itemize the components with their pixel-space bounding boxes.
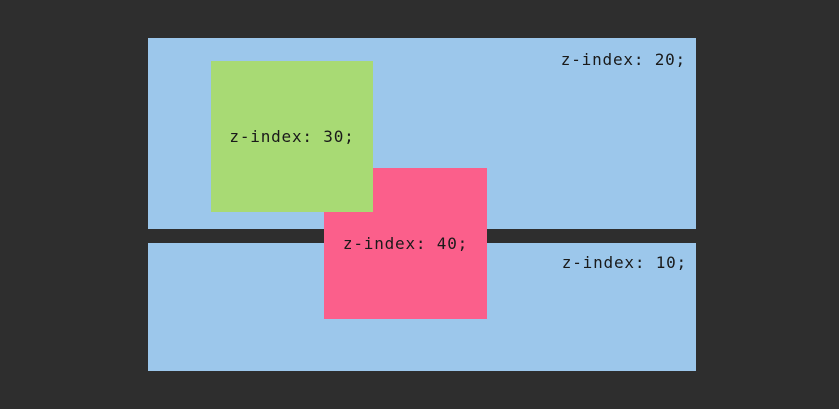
parent-box-z20-label: z-index: 20;	[560, 50, 686, 69]
child-box-z30-label: z-index: 30;	[229, 127, 355, 146]
child-box-z30: z-index: 30;	[211, 61, 373, 212]
child-box-z40: z-index: 40;	[324, 168, 487, 319]
parent-box-z10-label: z-index: 10;	[561, 253, 687, 272]
child-box-z40-label: z-index: 40;	[342, 234, 469, 253]
